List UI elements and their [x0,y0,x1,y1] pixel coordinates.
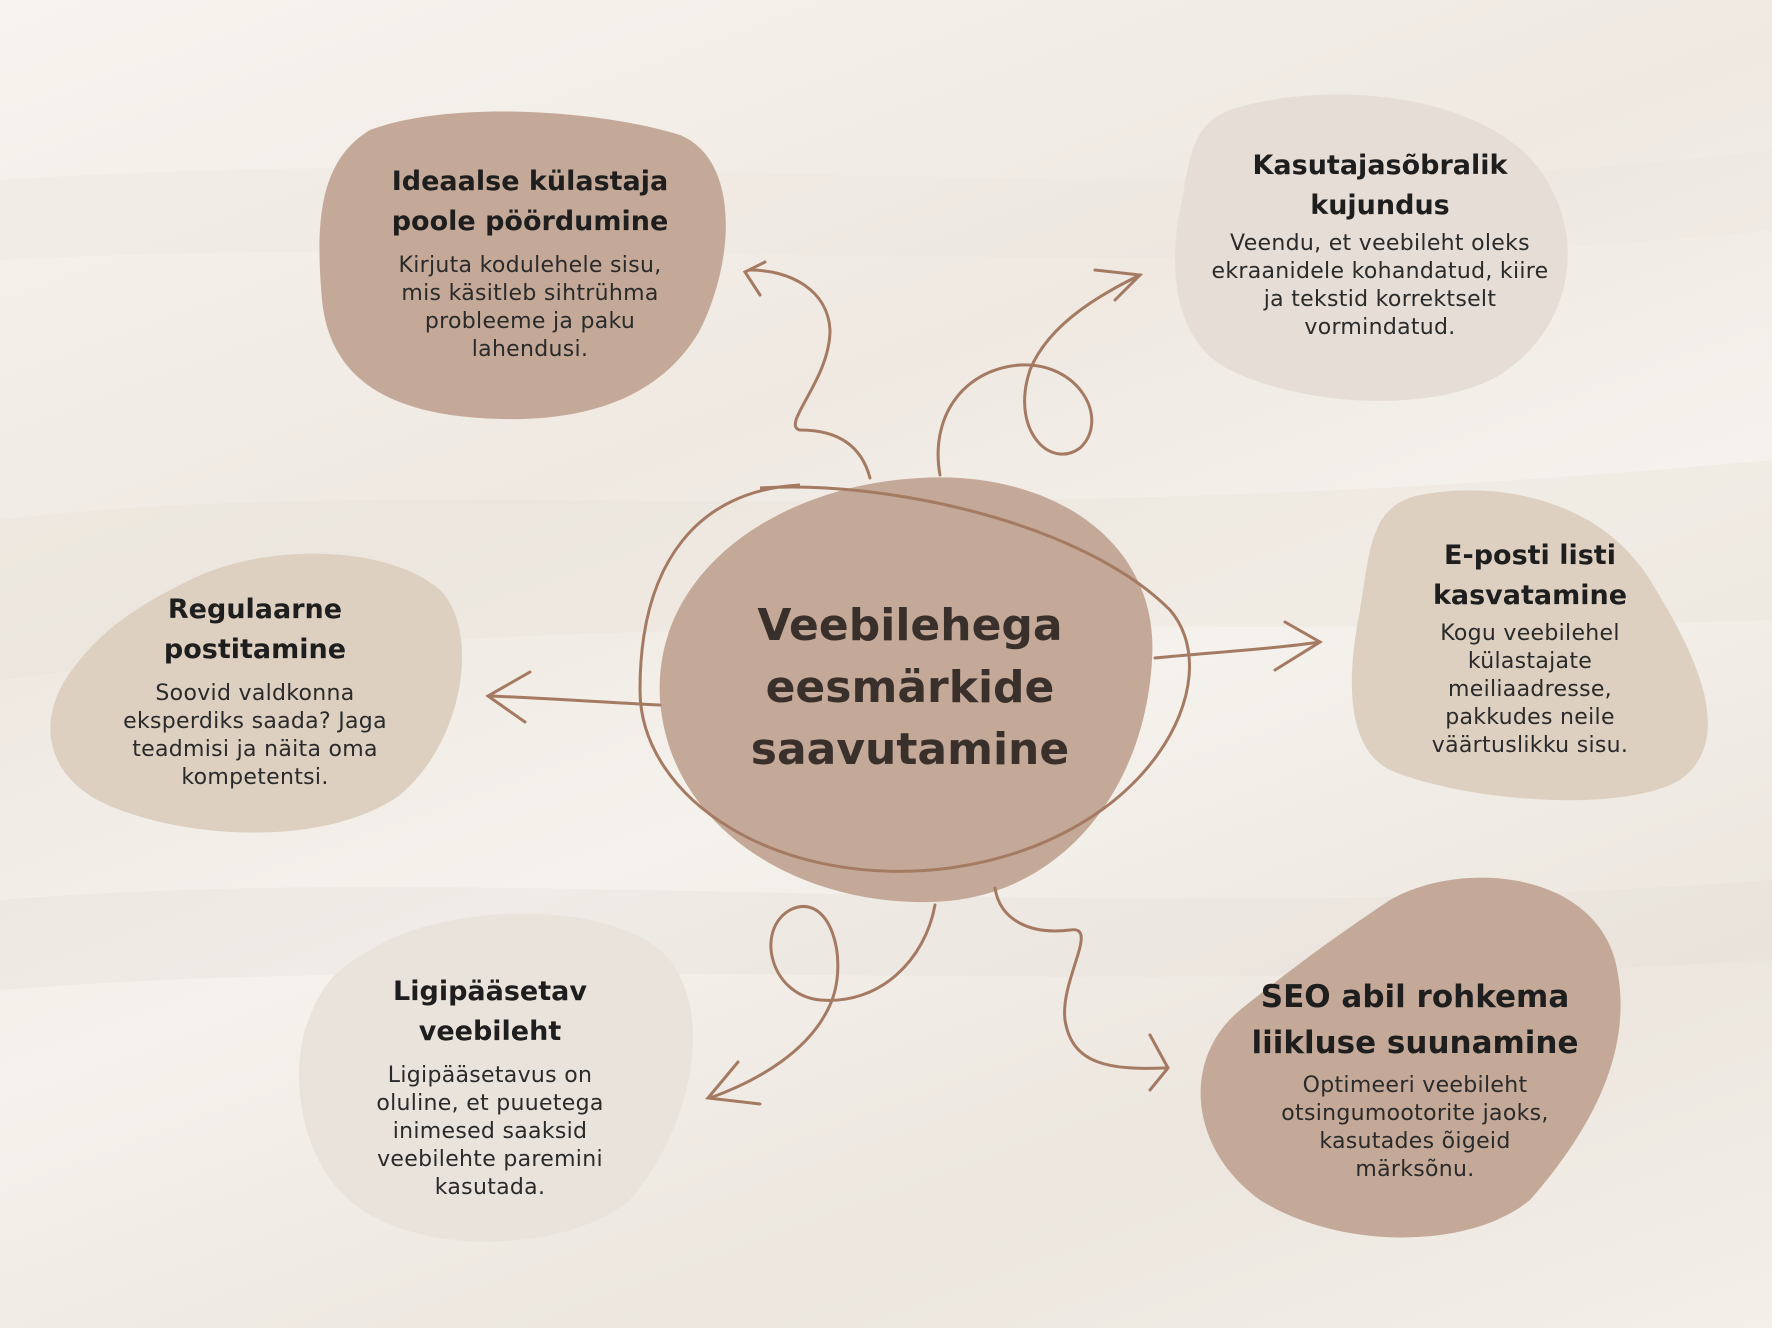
arrow-to-top-left [742,260,872,480]
arrow-to-bottom-right [993,886,1170,1092]
node-accessible-website: Ligipääsetav veebileht Ligipääsetavus on… [335,972,645,1202]
blob-bottom-left [298,913,694,1242]
node-title: SEO abil rohkema liikluse suunamine [1251,979,1579,1061]
node-seo-traffic: SEO abil rohkema liikluse suunamine Opti… [1235,974,1595,1184]
arrow-to-bottom-left [705,903,937,1106]
node-body: Optimeeri veebileht otsingumootorite jao… [1281,1073,1549,1182]
arrow-to-mid-left [485,670,662,724]
node-regular-posting: Regulaarne postitamine Soovid valdkonna … [95,590,415,792]
arrow-to-mid-right [1153,620,1323,672]
node-user-friendly-design: Kasutajasõbralik kujundus Veendu, et vee… [1210,146,1550,342]
blob-top-left [319,111,726,420]
blob-bottom-right [1200,877,1621,1238]
node-body: Ligipääsetavus on oluline, et puuetega i… [376,1063,604,1200]
blob-mid-left [50,553,463,833]
node-title: Regulaarne postitamine [163,594,347,665]
node-title: E-posti listi kasvatamine [1432,540,1628,611]
node-ideal-visitor: Ideaalse külastaja poole pöördumine Kirj… [380,162,680,364]
center-title: Veebilehega eesmärkide saavutamine [750,600,1070,775]
node-body: Kogu veebilehel külastajate meiliaadress… [1431,621,1629,758]
node-email-list-growth: E-posti listi kasvatamine Kogu veebilehe… [1400,536,1660,760]
blob-center [659,477,1153,903]
node-title: Ideaalse külastaja poole pöördumine [391,166,669,237]
node-body: Kirjuta kodulehele sisu, mis käsitleb si… [398,253,662,362]
blob-mid-right [1351,490,1708,801]
arrow-to-top-right [936,268,1144,477]
node-title: Kasutajasõbralik kujundus [1252,150,1508,221]
node-title: Ligipääsetav veebileht [393,976,587,1047]
blob-top-right [1175,94,1568,401]
node-body: Veendu, et veebileht oleks ekraanidele k… [1211,231,1549,340]
node-body: Soovid valdkonna eksperdiks saada? Jaga … [123,681,387,790]
center-scribble-loop [638,483,1191,873]
